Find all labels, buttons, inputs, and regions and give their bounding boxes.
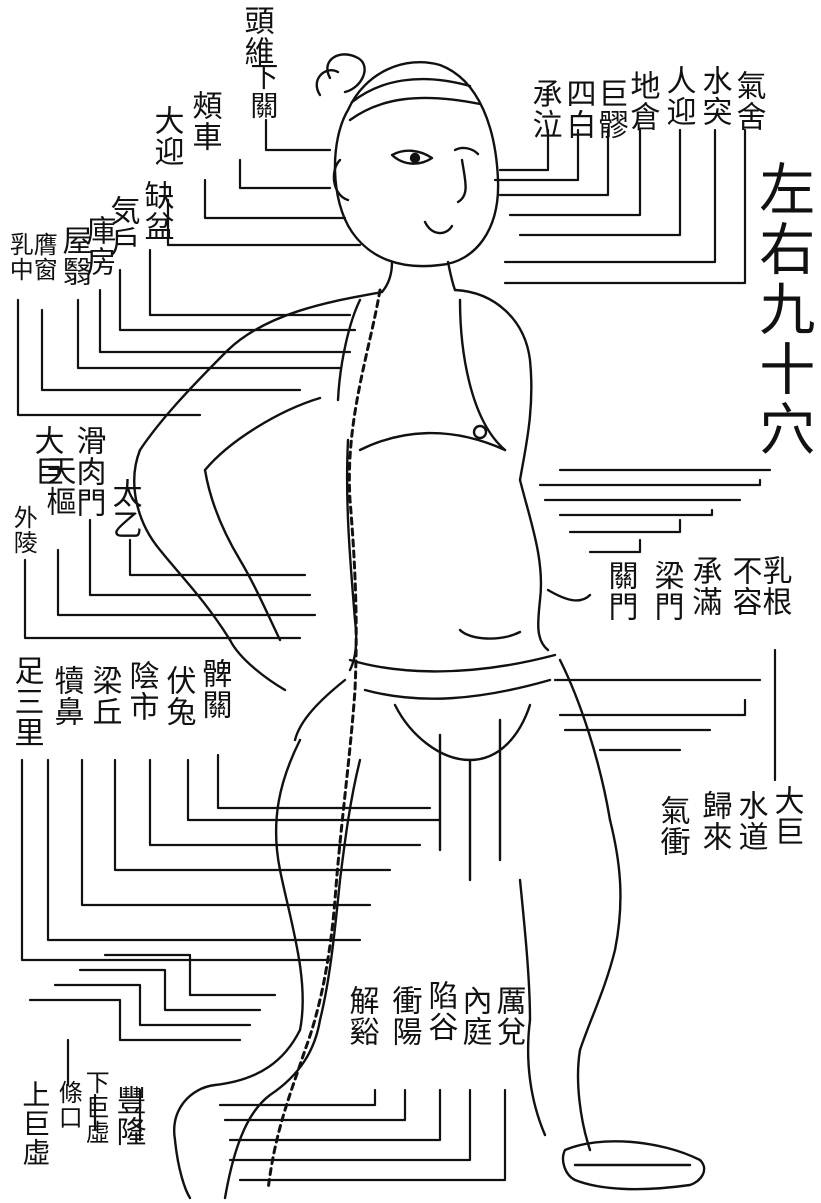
label-xiajuxu: 下巨虛 xyxy=(82,1070,107,1145)
label-chengman: 承滿 xyxy=(688,555,720,617)
label-taiyi: 太乙 xyxy=(108,478,140,540)
label-renying: 人迎 xyxy=(662,65,694,127)
label-chongyang: 衝陽 xyxy=(388,985,420,1047)
label-wuyi: 屋翳 xyxy=(58,225,90,287)
label-zusanli: 足三里 xyxy=(10,655,42,748)
label-jiache: 頰車 xyxy=(188,90,220,152)
label-shangjuxu: 上巨虛 xyxy=(20,1080,49,1167)
label-guanmen: 關門 xyxy=(604,560,636,622)
label-yingchuang: 膺窗 xyxy=(30,232,55,282)
label-xiaguan: 下關 xyxy=(248,62,277,120)
label-quepen: 缺盆 xyxy=(140,180,172,242)
chart-title: 左右九十穴 xyxy=(752,160,811,460)
label-dicang: 地倉 xyxy=(626,70,658,132)
label-shuidao: 水道 xyxy=(734,790,766,852)
label-chengqi: 承泣 xyxy=(528,78,560,140)
label-lidui: 厲兌 xyxy=(492,985,524,1047)
label-neiting: 內庭 xyxy=(458,985,490,1047)
label-tiaokou: 條口 xyxy=(55,1080,80,1130)
label-futu: 伏兔 xyxy=(162,665,194,727)
label-daying: 大迎 xyxy=(150,105,182,167)
label-xiangu: 陷谷 xyxy=(424,980,456,1042)
label-jiexi: 解谿 xyxy=(345,985,377,1047)
label-ruzhong: 乳中 xyxy=(6,232,31,282)
label-fenglong: 豐隆 xyxy=(112,1085,144,1147)
label-biguan: 髀關 xyxy=(198,658,230,720)
label-qishe: 氣舍 xyxy=(732,70,764,132)
label-qichong: 氣衝 xyxy=(656,795,688,857)
label-sibai: 四白 xyxy=(562,78,594,140)
label-liangqiu: 梁丘 xyxy=(88,665,120,727)
label-huaroumen: 滑肉門 xyxy=(72,425,104,518)
label-burong: 不容 xyxy=(728,555,760,617)
label-guilai: 歸來 xyxy=(698,790,730,852)
label-shuitu: 水突 xyxy=(698,65,730,127)
label-toujie: 頭維 xyxy=(240,5,272,67)
label-juliao: 巨髎 xyxy=(594,78,626,140)
label-daju: 大巨 xyxy=(770,785,802,847)
label-wailing: 外陵 xyxy=(10,505,35,555)
label-dubi: 犢鼻 xyxy=(50,665,82,727)
label-liangmen: 梁門 xyxy=(650,560,682,622)
label-daju-upper: 大巨 xyxy=(30,425,62,487)
label-rugen: 乳根 xyxy=(758,555,790,617)
label-yinshi: 陰市 xyxy=(125,660,157,722)
